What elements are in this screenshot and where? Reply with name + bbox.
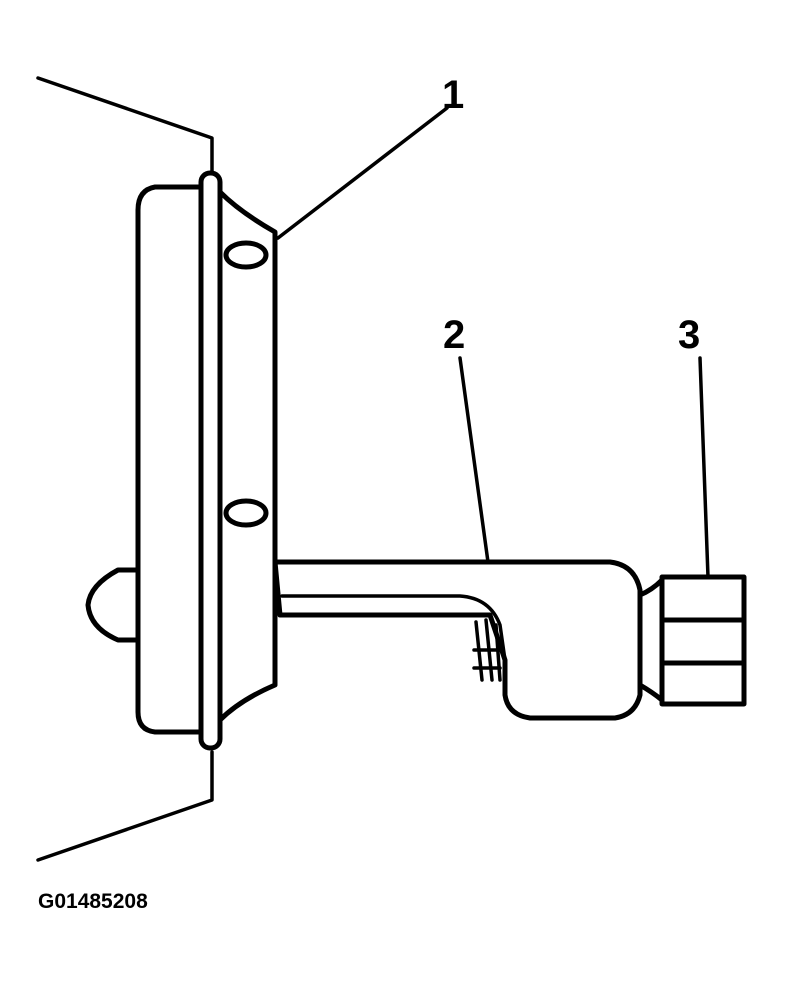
leader-line-3 (698, 356, 710, 579)
housing-neck (217, 189, 278, 723)
mounting-hole-lower (223, 498, 269, 528)
leader-line-2 (458, 356, 490, 564)
mounting-hole-upper (223, 240, 269, 270)
nut-collar (637, 577, 665, 703)
callout-label-3: 3 (678, 313, 700, 357)
extension-lines (36, 76, 214, 862)
housing-body (135, 184, 208, 735)
tube-shaft (272, 559, 643, 721)
upper-extension-line (36, 76, 214, 182)
flange-rim (198, 170, 223, 751)
leader-line-1 (276, 106, 449, 240)
dome-cap (85, 567, 145, 643)
tube-highlight (280, 594, 507, 662)
callout-label-1: 1 (442, 73, 464, 117)
tube-shading (472, 618, 502, 682)
hex-nut (659, 574, 747, 707)
figure-id: G01485208 (38, 890, 148, 913)
callout-label-2: 2 (443, 313, 465, 357)
bent-tube (272, 559, 643, 721)
hex-nut-facet-lines (659, 617, 747, 666)
hex-nut-fitting (637, 574, 747, 707)
lower-extension-line (36, 750, 214, 862)
leader-lines (276, 106, 710, 579)
